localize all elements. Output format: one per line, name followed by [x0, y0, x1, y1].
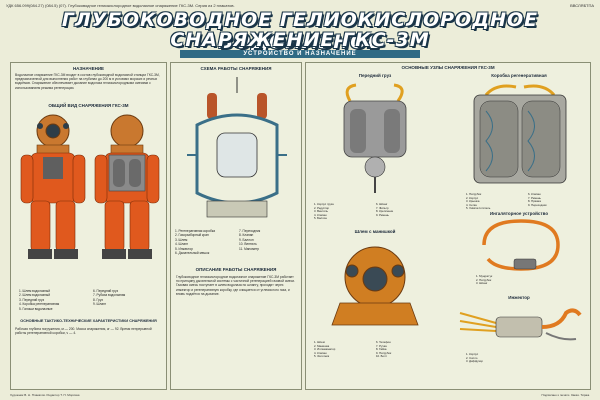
left-panel: НАЗНАЧЕНИЕ Водолазное снаряжение ГКС-3М … — [10, 62, 167, 390]
poster-subtitle: УСТРОЙСТВО И НАЗНАЧЕНИЕ — [180, 50, 420, 58]
description-text: Глубоководное гелиокислородное водолазно… — [176, 275, 296, 296]
scheme-heading: СХЕМА РАБОТЫ СНАРЯЖЕНИЯ — [200, 66, 272, 71]
inhale-heading: Ингаляторное устройство — [489, 211, 549, 216]
regen-box-illustration — [473, 84, 567, 184]
imprint-left: УДК 656.099(084.27) (084.5) (07). Глубок… — [6, 3, 235, 8]
front-weight-heading: Передний груз — [358, 73, 392, 78]
main-units-heading: ОСНОВНЫЕ УЗЛЫ СНАРЯЖЕНИЯ ГКС-3М — [401, 65, 495, 70]
poster-title-line2: СНАРЯЖЕНИЕ ГКС-3М — [170, 29, 430, 51]
description-heading: ОПИСАНИЕ РАБОТЫ СНАРЯЖЕНИЯ — [195, 267, 277, 272]
injector-heading: Инжектор — [508, 295, 530, 300]
helmet-heading: Шлем с манишкой — [354, 229, 396, 234]
imprint-right: ВВСЛЯБТПА — [570, 3, 594, 8]
footer-left: Художник В. Н. Плакатов. Редактор Т. П. … — [10, 393, 81, 397]
specs-heading: ОСНОВНЫЕ ТАКТИКО-ТЕХНИЧЕСКИЕ ХАРАКТЕРИСТ… — [20, 319, 157, 323]
right-panel: ОСНОВНЫЕ УЗЛЫ СНАРЯЖЕНИЯ ГКС-3М Передний… — [305, 62, 591, 390]
injector-illustration — [459, 308, 582, 341]
front-weight-illustration — [343, 83, 407, 193]
purpose-text: Водолазное снаряжение ГКС-3М входит в со… — [15, 73, 160, 90]
footer-right: Подписано к печати. Заказ. Тираж. — [541, 393, 590, 397]
helmet-illustration — [331, 246, 419, 326]
regen-box-heading: Коробка регенеративная — [491, 73, 547, 78]
specs-text: Рабочая глубина погружения, м — 200. Мас… — [15, 327, 152, 336]
middle-panel: СХЕМА РАБОТЫ СНАРЯЖЕНИЯ 1. Регенеративна… — [170, 62, 302, 390]
poster-title-line1: ГЛУБОКОВОДНОЕ ГЕЛИОКИСЛОРОДНОЕ ВОДОЛАЗНО… — [61, 9, 539, 53]
diver-front-illustration — [20, 114, 86, 259]
purpose-heading: НАЗНАЧЕНИЕ — [72, 66, 105, 71]
diver-back-illustration — [94, 114, 160, 259]
scheme-diagram — [187, 77, 287, 218]
inhale-illustration — [482, 219, 560, 271]
general-view-heading: ОБЩИЙ ВИД СНАРЯЖЕНИЯ ГКС-3М — [48, 103, 129, 108]
